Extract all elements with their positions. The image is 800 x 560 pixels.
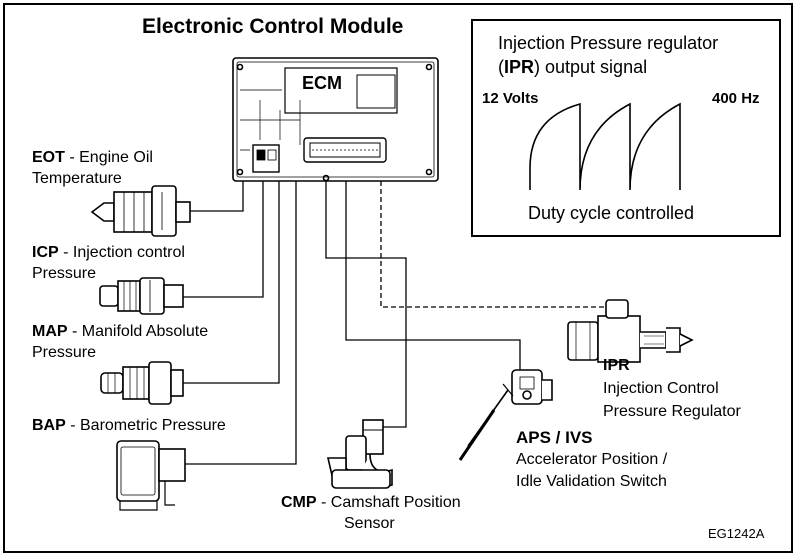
ecm-module [232, 57, 439, 182]
aps-abbr: APS / IVS [516, 428, 593, 448]
ipr-desc-line2: Pressure Regulator [603, 403, 741, 420]
eot-label: EOT - Engine Oil [32, 148, 153, 168]
figure-id: EG1242A [708, 526, 765, 541]
bap-sensor [116, 440, 186, 511]
cmp-sensor [326, 419, 393, 489]
icp-label: ICP - Injection control [32, 243, 185, 263]
aps-desc-line1: Accelerator Position / [516, 451, 668, 468]
aps-abbr-text: APS / IVS [516, 428, 593, 447]
diagram-frame [3, 3, 793, 553]
eot-sensor [90, 185, 191, 237]
cmp-label: CMP - Camshaft Position [281, 493, 461, 513]
ipr-desc-line1: Injection Control [603, 380, 719, 397]
bap-label: BAP - Barometric Pressure [32, 416, 226, 436]
ipr-signal-title: Injection Pressure regulator [498, 33, 719, 53]
map-sensor [100, 361, 184, 405]
eot-desc: - Engine Oil [69, 149, 153, 166]
map-desc: - Manifold Absolute [72, 323, 209, 340]
icp-desc: - Injection control [63, 244, 185, 261]
ipr-voltage-label: 12 Volts [482, 90, 539, 107]
eot-desc-line2: Temperature [32, 170, 122, 187]
eot-abbr: EOT [32, 149, 65, 166]
icp-sensor [99, 277, 184, 315]
ipr-abbr: IPR [603, 356, 630, 376]
ipr-signal-subtitle: (IPR) output signal [498, 57, 648, 77]
aps-ivs-sensor [458, 369, 553, 461]
bap-abbr: BAP [32, 417, 66, 434]
cmp-abbr: CMP [281, 494, 317, 511]
map-desc-line2: Pressure [32, 344, 97, 361]
map-abbr: MAP [32, 323, 68, 340]
ipr-abbr-text: IPR [603, 357, 630, 374]
ipr-waveform [529, 102, 681, 191]
ipr-signal-abbr: IPR [504, 57, 535, 77]
ipr-signal-box [471, 19, 781, 237]
ipr-frequency-label: 400 Hz [712, 90, 760, 107]
ipr-regulator [567, 299, 694, 363]
ipr-duty-caption: Duty cycle controlled [528, 203, 695, 223]
wires [183, 181, 613, 465]
cmp-desc-line2: Sensor [344, 515, 395, 532]
icp-desc-line2: Pressure [32, 265, 97, 282]
map-label: MAP - Manifold Absolute [32, 322, 208, 342]
ecm-label: ECM [302, 73, 342, 93]
aps-desc-line2: Idle Validation Switch [516, 473, 667, 490]
diagram-title: Electronic Control Module [142, 15, 404, 38]
bap-desc: - Barometric Pressure [70, 417, 226, 434]
ipr-signal-subtitle-rest: output signal [545, 57, 648, 77]
cmp-desc: - Camshaft Position [321, 494, 461, 511]
icp-abbr: ICP [32, 244, 59, 261]
